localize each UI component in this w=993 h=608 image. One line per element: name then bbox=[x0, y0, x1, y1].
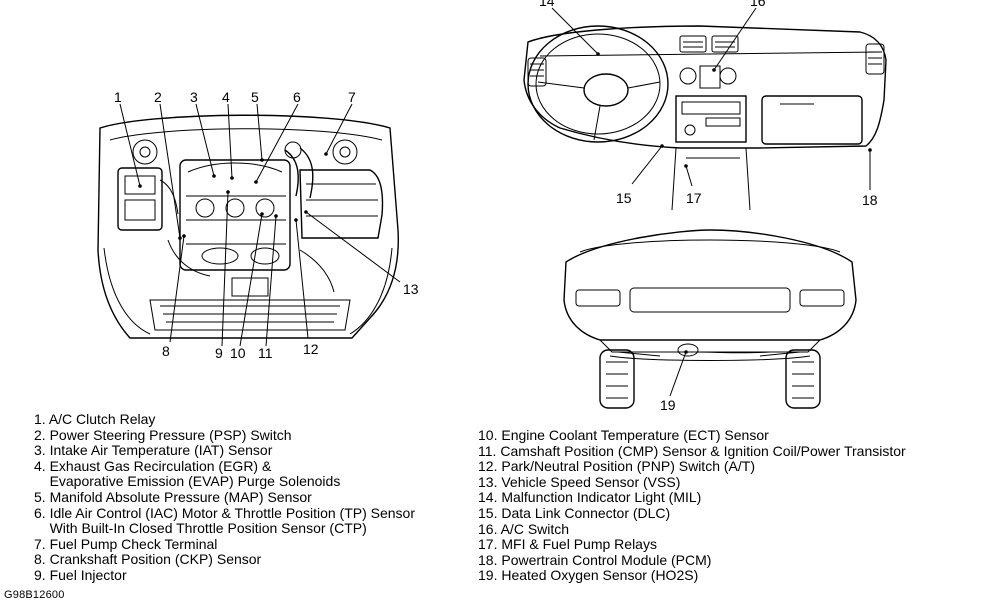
legend-left: 1. A/C Clutch Relay 2. Power Steering Pr… bbox=[34, 411, 415, 584]
callout-8: 8 bbox=[162, 343, 170, 359]
legend-item-continuation: With Built-In Closed Throttle Position S… bbox=[49, 520, 367, 537]
engine-bay-illustration bbox=[97, 114, 399, 339]
callout-7: 7 bbox=[348, 89, 356, 105]
callout-5: 5 bbox=[251, 89, 259, 105]
legend-item: 3. Intake Air Temperature (IAT) Sensor bbox=[34, 442, 273, 459]
callout-12: 12 bbox=[303, 341, 319, 357]
legend-item: 18. Powertrain Control Module (PCM) bbox=[478, 551, 712, 568]
legend-item: 19. Heated Oxygen Sensor (HO2S) bbox=[478, 567, 699, 584]
legend-item: 14. Malfunction Indicator Light (MIL) bbox=[478, 489, 702, 506]
engine-bay-leader-lines bbox=[119, 103, 401, 347]
rear-callouts: 19 bbox=[660, 397, 676, 413]
legend-item: 12. Park/Neutral Position (PNP) Switch (… bbox=[478, 458, 755, 475]
rear-leader-lines bbox=[669, 350, 688, 397]
callout-13: 13 bbox=[403, 281, 419, 297]
legend-item: 2. Power Steering Pressure (PSP) Switch bbox=[34, 426, 292, 443]
engine-bay-callouts: 1 2 3 4 5 6 7 8 9 10 11 12 13 bbox=[114, 89, 419, 361]
callout-2: 2 bbox=[154, 89, 162, 105]
callout-18: 18 bbox=[862, 192, 878, 208]
rear-view-illustration bbox=[563, 229, 857, 409]
callout-11: 11 bbox=[258, 345, 273, 361]
figure-code: G98B12600 bbox=[4, 589, 65, 601]
callout-16: 16 bbox=[750, 0, 766, 9]
dashboard-callouts: 14 16 15 17 18 bbox=[539, 0, 878, 208]
callout-6: 6 bbox=[293, 89, 301, 105]
callout-1: 1 bbox=[114, 89, 122, 105]
legend-item: 13. Vehicle Speed Sensor (VSS) bbox=[478, 473, 681, 490]
legend-right: 10. Engine Coolant Temperature (ECT) Sen… bbox=[478, 427, 906, 584]
callout-15: 15 bbox=[616, 190, 632, 206]
dashboard-illustration bbox=[523, 25, 887, 211]
legend-item: 8. Crankshaft Position (CKP) Sensor bbox=[34, 551, 262, 568]
callout-14: 14 bbox=[539, 0, 555, 9]
legend-item: 1. A/C Clutch Relay bbox=[34, 411, 156, 427]
callout-4: 4 bbox=[222, 89, 230, 105]
legend-item: 17. MFI & Fuel Pump Relays bbox=[478, 536, 657, 553]
legend-item: 9. Fuel Injector bbox=[34, 566, 127, 583]
legend-item: 16. A/C Switch bbox=[478, 520, 570, 537]
legend-item: 5. Manifold Absolute Pressure (MAP) Sens… bbox=[34, 488, 312, 505]
callout-17: 17 bbox=[686, 190, 702, 206]
dashboard-leader-lines bbox=[551, 7, 872, 190]
callout-19: 19 bbox=[660, 397, 676, 413]
legend-item-continuation: Evaporative Emission (EVAP) Purge Soleno… bbox=[49, 473, 341, 490]
legend-item: 4. Exhaust Gas Recirculation (EGR) & bbox=[34, 457, 272, 474]
legend-item: 7. Fuel Pump Check Terminal bbox=[34, 535, 218, 552]
legend-item: 15. Data Link Connector (DLC) bbox=[478, 504, 671, 521]
legend-item: 11. Camshaft Position (CMP) Sensor & Ign… bbox=[478, 442, 906, 459]
callout-10: 10 bbox=[230, 345, 246, 361]
legend-item: 6. Idle Air Control (IAC) Motor & Thrott… bbox=[34, 504, 415, 521]
callout-9: 9 bbox=[215, 345, 223, 361]
callout-3: 3 bbox=[190, 89, 198, 105]
legend-item: 10. Engine Coolant Temperature (ECT) Sen… bbox=[478, 427, 769, 443]
